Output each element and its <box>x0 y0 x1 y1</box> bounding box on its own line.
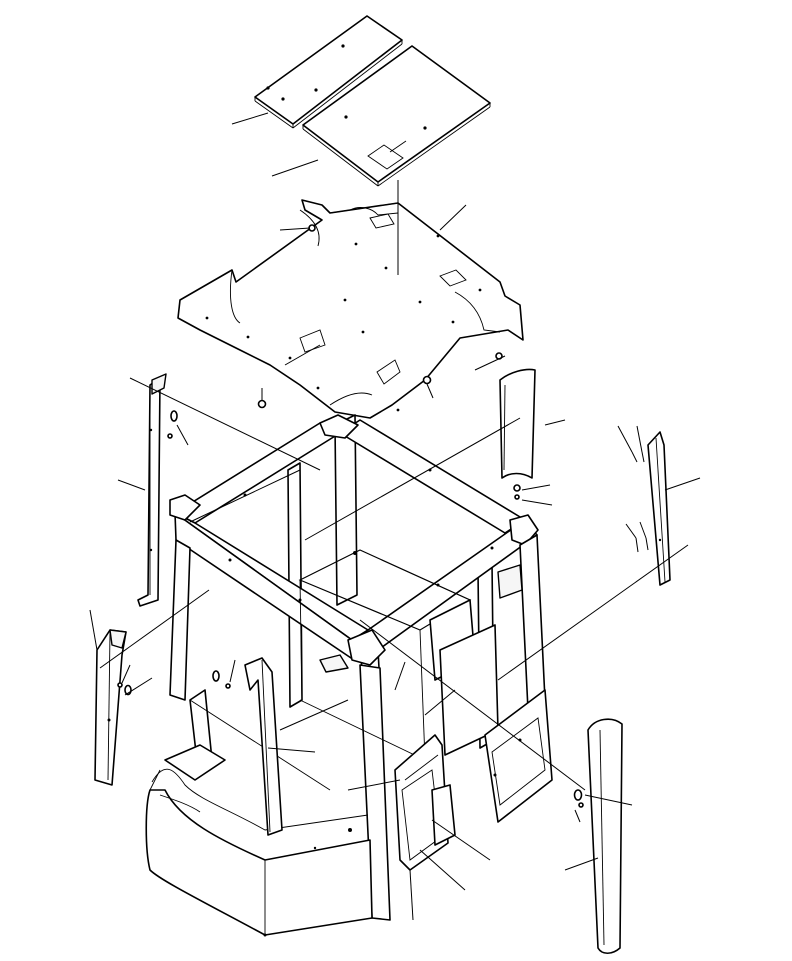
front-center-pillar-trim <box>212 657 283 836</box>
roof-panel <box>177 199 524 419</box>
rear-right-pillar-trim <box>499 368 536 500</box>
front-right-pillar-cover <box>573 718 623 955</box>
front-left-pillar-trim <box>94 629 132 786</box>
rear-left-pillar-trim <box>137 373 178 607</box>
roof-cover-plate-with-notch <box>302 45 491 187</box>
right-lower-panel <box>484 689 553 823</box>
roof-cover-plate <box>254 15 403 129</box>
bottom-skirt <box>145 768 373 937</box>
leader-lines <box>89 112 701 921</box>
cab-frame <box>164 414 546 921</box>
front-door-panel <box>394 734 456 871</box>
right-channel-trim <box>631 431 671 586</box>
